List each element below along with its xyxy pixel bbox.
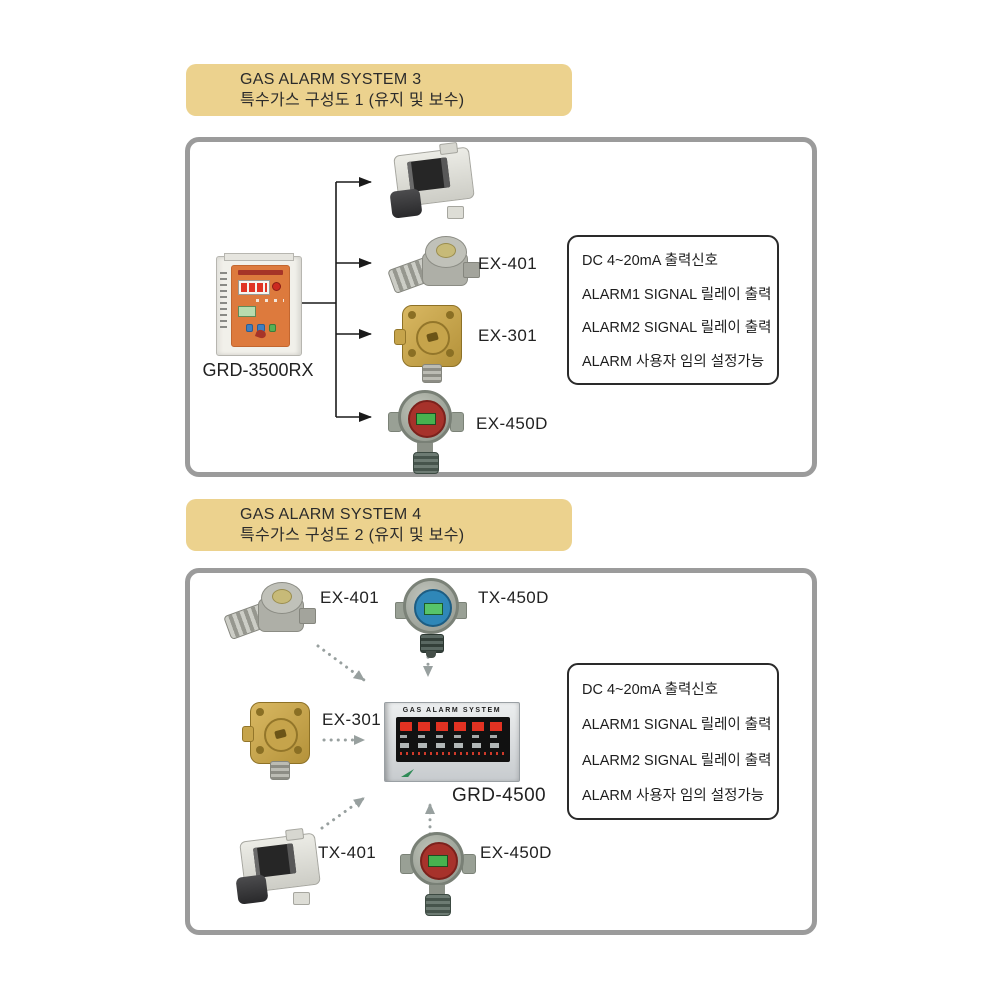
ex301-dial xyxy=(416,321,450,355)
ex401-lid xyxy=(261,582,303,614)
section1-spec-box: DC 4~20mA 출력신호 ALARM1 SIGNAL 릴레이 출력 ALAR… xyxy=(567,235,779,385)
grd4500-indicator-row xyxy=(400,743,506,748)
section1-title: GAS ALARM SYSTEM 3 xyxy=(240,71,422,88)
grd4500-alarm-dots xyxy=(400,752,506,755)
tx450d-lcd xyxy=(424,603,443,615)
device-grd4500-panel: GAS ALARM SYSTEM xyxy=(384,702,520,782)
section2-header: GAS ALARM SYSTEM 4 특수가스 구성도 2 (유지 및 보수) xyxy=(186,499,572,551)
ex450d-neck xyxy=(429,885,445,895)
grd4500-logo xyxy=(401,769,414,777)
grd4500-screen xyxy=(396,717,510,762)
spec-line: ALARM1 SIGNAL 릴레이 출력 xyxy=(582,717,772,734)
label-ex450d-s2: EX-450D xyxy=(480,843,552,862)
ex301-dial xyxy=(264,718,298,752)
label-ex401-s1: EX-401 xyxy=(478,254,538,273)
device-grd3500rx xyxy=(216,253,302,356)
label-tx450d: TX-450D xyxy=(478,588,549,607)
transmitter-sensor-head xyxy=(235,874,269,905)
spec-line: ALARM 사용자 임의 설정가능 xyxy=(582,353,765,370)
spec-line: ALARM2 SIGNAL 릴레이 출력 xyxy=(582,320,772,337)
ex401-port xyxy=(463,262,480,278)
grd3500-alarm-lamp xyxy=(272,282,281,291)
section2-subtitle: 특수가스 구성도 2 (유지 및 보수) xyxy=(240,527,465,544)
spec-line: DC 4~20mA 출력신호 xyxy=(582,682,718,699)
ex450d-head xyxy=(410,832,464,886)
ex450d-lug-right xyxy=(462,854,476,874)
grd4500-panel-title: GAS ALARM SYSTEM xyxy=(402,707,502,714)
transmitter-mount-tab xyxy=(293,892,310,905)
device-ex401-s2 xyxy=(223,582,316,641)
ex401-port xyxy=(299,608,316,624)
label-ex450d-s1: EX-450D xyxy=(476,414,548,433)
label-ex301-s2: EX-301 xyxy=(322,710,382,729)
grd3500-front-panel xyxy=(231,265,290,347)
tx450d-display-ring xyxy=(414,589,452,627)
device-tx-transmitter-top xyxy=(388,146,475,222)
label-grd3500rx: GRD-3500RX xyxy=(202,360,314,380)
spec-line: ALARM2 SIGNAL 릴레이 출력 xyxy=(582,752,772,769)
grd3500-led-display xyxy=(238,280,270,295)
grd4500-channel-marks xyxy=(400,735,506,738)
label-ex301-s1: EX-301 xyxy=(478,326,538,345)
grd3500-vents xyxy=(220,272,227,330)
spec-line: DC 4~20mA 출력신호 xyxy=(582,253,718,270)
spec-line: ALARM1 SIGNAL 릴레이 출력 xyxy=(582,286,772,303)
ex301-nozzle xyxy=(422,364,442,383)
ex401-lid xyxy=(425,236,467,268)
tx450d-sensor-tip xyxy=(426,651,436,658)
ex450d-lug-right xyxy=(450,412,464,432)
section1-subtitle: 특수가스 구성도 1 (유지 및 보수) xyxy=(240,92,465,109)
section2-title: GAS ALARM SYSTEM 4 xyxy=(240,506,422,523)
ex450d-lcd xyxy=(416,413,436,425)
ex450d-display-ring xyxy=(420,842,458,880)
label-ex401-s2: EX-401 xyxy=(320,588,380,607)
device-tx450d xyxy=(395,578,467,666)
grd3500-indicator-row xyxy=(256,299,284,302)
section1-header: GAS ALARM SYSTEM 3 특수가스 구성도 1 (유지 및 보수) xyxy=(186,64,572,116)
ex450d-neck xyxy=(417,443,433,453)
ex450d-display-ring xyxy=(408,400,446,438)
ex450d-lcd xyxy=(428,855,448,867)
transmitter-mount-tab xyxy=(447,206,464,219)
device-ex301-s2 xyxy=(242,700,312,780)
spec-line: ALARM 사용자 임의 설정가능 xyxy=(582,787,765,804)
grd3500-title-bar xyxy=(238,270,283,275)
ex301-nozzle xyxy=(270,761,290,780)
device-ex301-s1 xyxy=(394,303,464,383)
tx450d-head xyxy=(403,578,459,634)
ex450d-sensor xyxy=(425,894,451,916)
section2-spec-box: DC 4~20mA 출력신호 ALARM1 SIGNAL 릴레이 출력 ALAR… xyxy=(567,663,779,820)
label-tx401: TX-401 xyxy=(318,843,377,862)
ex301-tab xyxy=(394,329,406,345)
ex301-tab xyxy=(242,726,254,742)
device-ex450d-s1 xyxy=(388,390,464,478)
device-ex401-s1 xyxy=(387,236,480,295)
device-tx401 xyxy=(234,832,321,908)
grd3500-lcd xyxy=(238,306,256,317)
device-ex450d-s2 xyxy=(400,832,476,920)
ex450d-sensor xyxy=(413,452,439,474)
transmitter-sensor-head xyxy=(389,188,423,219)
grd4500-led-displays xyxy=(400,722,506,731)
label-grd4500: GRD-4500 xyxy=(452,785,547,806)
ex450d-head xyxy=(398,390,452,444)
